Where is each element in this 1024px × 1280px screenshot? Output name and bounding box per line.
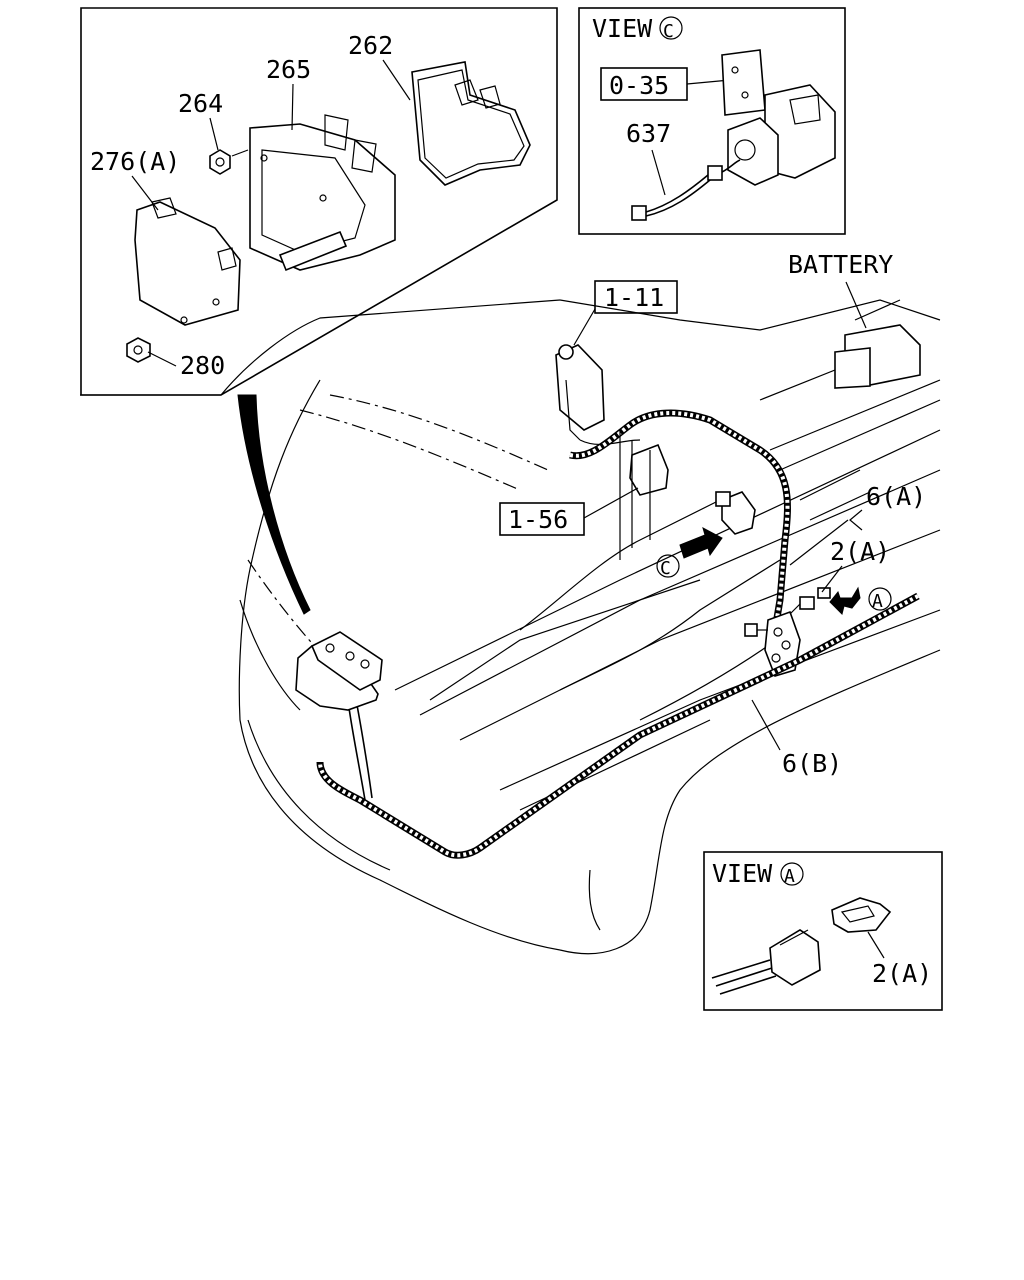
harness-upper xyxy=(569,409,791,631)
view-c-circle xyxy=(659,16,683,40)
label-part-6b: 6(B) xyxy=(782,749,842,778)
label-part-2a-detail: 2(A) xyxy=(872,959,932,988)
arrow-c-letter: C xyxy=(660,558,671,579)
connector-bundle xyxy=(744,587,831,677)
inset-view-a: VIEW A 2(A) xyxy=(703,851,943,1011)
view-c-title: VIEW xyxy=(592,14,653,43)
relay-1-56: 1-56 xyxy=(499,443,669,536)
view-a-circle xyxy=(780,862,804,886)
harness-6b xyxy=(316,592,920,859)
view-c-letter: C xyxy=(663,21,674,42)
label-part-262: 262 xyxy=(348,31,393,60)
label-part-2a: 2(A) xyxy=(830,537,890,566)
ref-box-1-11 xyxy=(594,280,678,314)
view-a-arrow: A xyxy=(829,586,892,615)
battery: BATTERY xyxy=(788,250,921,389)
arrow-a-letter: A xyxy=(872,591,883,612)
nut-280 xyxy=(126,337,151,363)
vehicle-main-view: BATTERY 1-11 1-56 xyxy=(80,250,941,955)
cover-262 xyxy=(411,61,531,186)
ref-1-11: 1-11 xyxy=(604,283,664,312)
inset-frame xyxy=(80,7,558,396)
label-part-6a: 6(A) xyxy=(866,482,926,511)
module-276a xyxy=(134,197,241,326)
nut-264 xyxy=(209,149,249,175)
inset-module-exploded: 262 265 264 276(A) 280 xyxy=(80,7,558,396)
view-a-frame xyxy=(703,851,943,1011)
label-part-276a: 276(A) xyxy=(90,147,180,176)
ref-0-35: 0-35 xyxy=(609,71,669,100)
callout-wedge xyxy=(237,394,311,615)
view-c-frame xyxy=(578,7,846,235)
relay-1-11: 1-11 xyxy=(555,280,678,446)
inset-view-c: VIEW C 0-35 637 xyxy=(578,7,846,235)
module-on-vehicle xyxy=(295,631,383,711)
ref-1-56: 1-56 xyxy=(508,505,568,534)
label-part-280: 280 xyxy=(180,351,225,380)
label-battery: BATTERY xyxy=(788,250,893,279)
view-c-arrow: C xyxy=(656,527,723,579)
label-part-265: 265 xyxy=(266,55,311,84)
frame-265 xyxy=(249,114,396,272)
view-a-title: VIEW xyxy=(712,859,773,888)
label-part-264: 264 xyxy=(178,89,223,118)
label-part-637: 637 xyxy=(626,119,671,148)
view-a-letter: A xyxy=(784,866,795,887)
ref-box-1-56 xyxy=(499,502,585,536)
